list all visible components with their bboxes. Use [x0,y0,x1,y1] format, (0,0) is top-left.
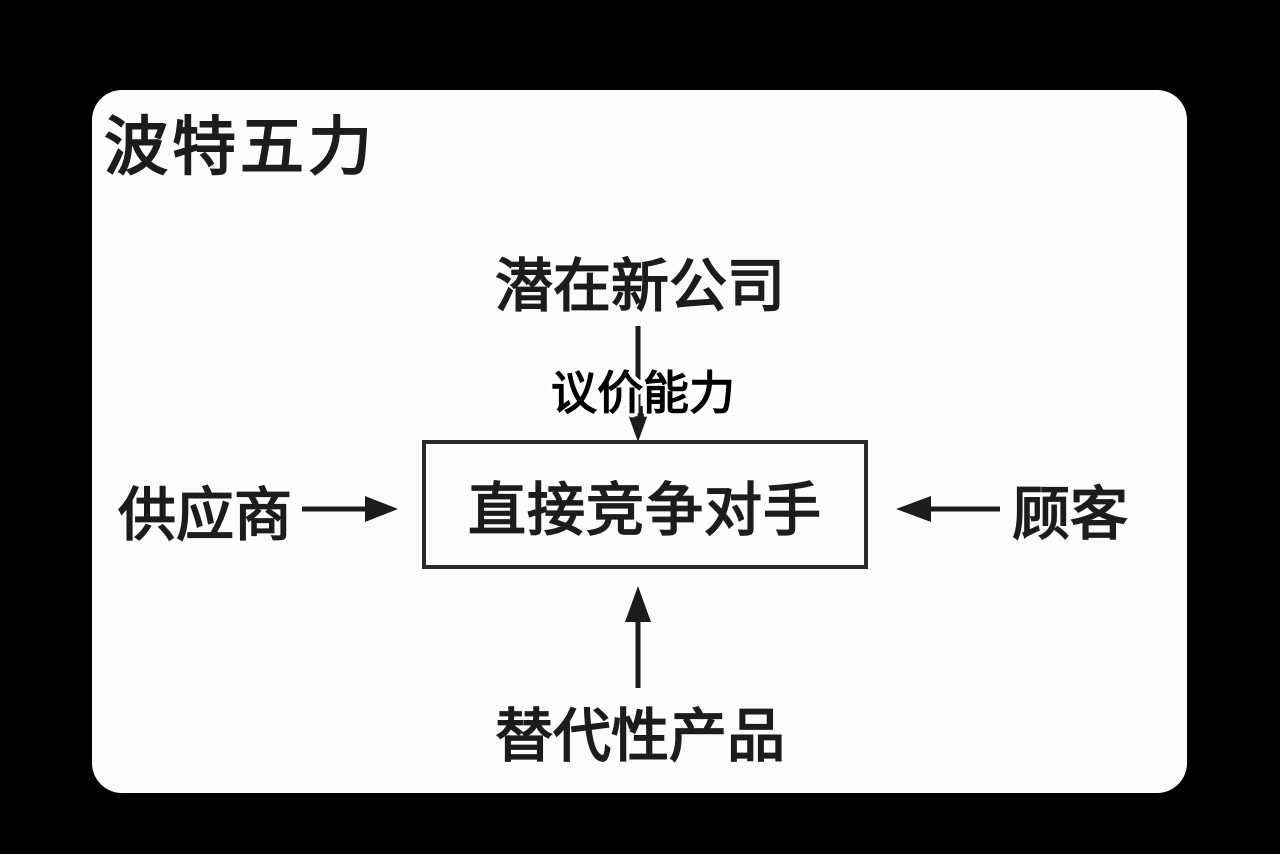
arrow-up-icon [625,586,651,688]
subtitle-caption: 议价能力 [551,367,735,419]
node-potential-entrants: 潜在新公司 [494,254,786,319]
arrow-left-icon [896,496,1000,522]
node-direct-competitors-box: 直接竞争对手 [422,440,868,569]
arrow-down-icon [625,326,651,442]
node-suppliers: 供应商 [117,483,293,548]
diagram-title: 波特五力 [104,111,376,183]
node-substitute-products: 替代性产品 [494,704,786,769]
node-direct-competitors-label: 直接竞争对手 [467,477,822,543]
node-customers: 顾客 [1011,482,1129,547]
arrow-right-icon [302,496,398,522]
